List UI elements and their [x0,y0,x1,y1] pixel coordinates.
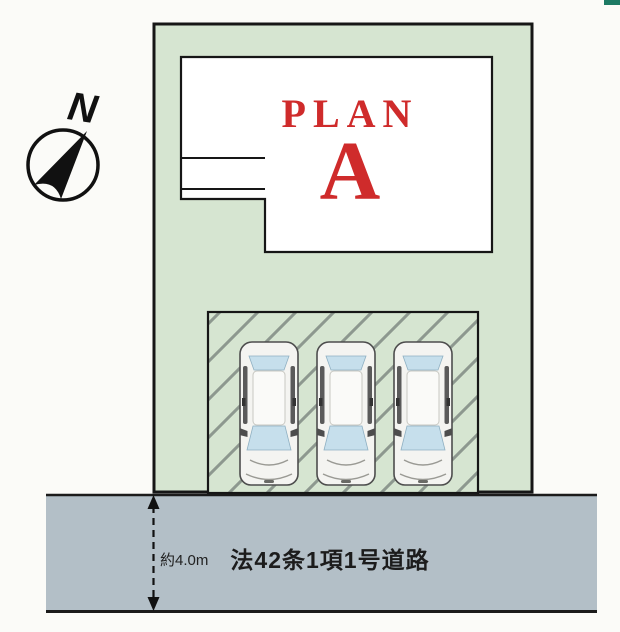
road-width-arrow [147,495,160,611]
compass-north-label: N [64,84,101,133]
compass [26,128,100,202]
car-2 [315,341,377,486]
road [46,493,597,613]
car-1 [238,341,300,486]
plan-title-word: PLAN [281,91,419,136]
building-footprint [179,55,494,254]
road-name-label: 法42条1項1号道路 [230,547,430,573]
road-width-label: 約4.0m [160,552,209,569]
corner-mark [604,0,620,5]
north-needle-icon [34,131,87,199]
plan-title: PLAN A [240,94,460,214]
building-porch-lines [181,157,265,190]
car-3 [392,341,454,486]
plan-variant-letter: A [319,125,381,218]
compass-circle-icon [26,128,100,202]
